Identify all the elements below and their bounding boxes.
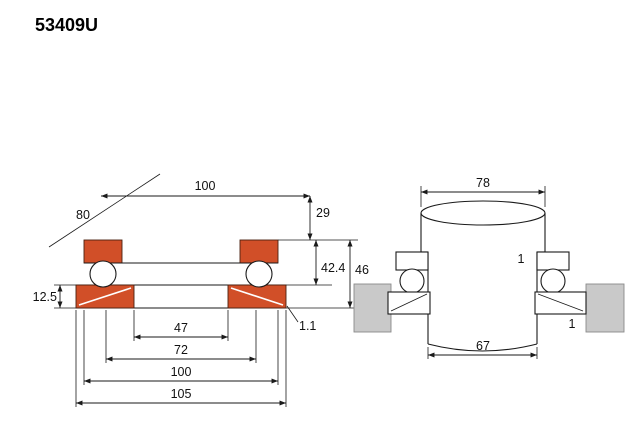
mounted-section-view: 1 1 78 67 [353, 176, 625, 359]
dim-label-seat-height: 12.5 [33, 290, 57, 304]
mounted-sphere-seat-lines [390, 293, 584, 312]
dim-label-inner-height: 42.4 [321, 261, 345, 275]
mounted-shaft-washer-left [395, 251, 429, 271]
dim-label-shaft-diameter: 78 [476, 176, 490, 190]
dim-label-seat-dia: 105 [171, 387, 192, 401]
chamfer-label-top: 1 [518, 252, 525, 266]
mounted-bearing: 1 1 [387, 251, 587, 331]
dim-top-width: 100 [48, 173, 310, 248]
housing-right [585, 283, 625, 333]
dim-chamfer: 1.1 [286, 305, 316, 333]
page-title: 53409U [35, 15, 98, 35]
shaft-washer-right [239, 239, 279, 264]
mounted-ball-right [540, 268, 566, 294]
shaft [420, 200, 546, 352]
dim-label-lower-diameter: 67 [476, 339, 490, 353]
dim-total-height: 46 [286, 240, 369, 309]
sphere-seat-lines [78, 287, 284, 306]
dim-label-angle: 80 [76, 208, 90, 222]
dim-pitch: 72 [105, 310, 257, 363]
housing-left [353, 283, 392, 333]
dim-lower-diameter: 67 [427, 339, 538, 359]
mounted-shaft-washer-right [536, 251, 570, 271]
dim-inner-height: 42.4 [278, 239, 358, 286]
dim-label-pitch: 72 [174, 343, 188, 357]
dim-outer-dia: 100 [83, 310, 279, 385]
mounted-seat-washer-right [534, 291, 587, 315]
shaft-washer-left [83, 239, 123, 264]
shaft-bottom-curve [427, 343, 538, 352]
ball-left [89, 260, 117, 288]
dim-label-total-height: 46 [355, 263, 369, 277]
ball-right [245, 260, 273, 288]
dim-label-outer-dia: 100 [171, 365, 192, 379]
mounted-ball-left [399, 268, 425, 294]
front-section-view: 100 80 29 42.4 46 12.5 [33, 173, 369, 407]
dim-label-chamfer: 1.1 [299, 319, 316, 333]
dim-label-top-height: 29 [316, 206, 330, 220]
dim-shaft-diameter: 78 [420, 176, 546, 207]
dim-label-bore: 47 [174, 321, 188, 335]
chamfer-label-bottom: 1 [569, 317, 576, 331]
dim-seat-height: 12.5 [33, 284, 76, 309]
dim-bore: 47 [133, 310, 229, 341]
shaft-top-face [420, 200, 546, 226]
dim-seat-dia: 105 [75, 310, 287, 407]
dim-top-height: 29 [307, 196, 330, 240]
dim-label-top-width: 100 [195, 179, 216, 193]
